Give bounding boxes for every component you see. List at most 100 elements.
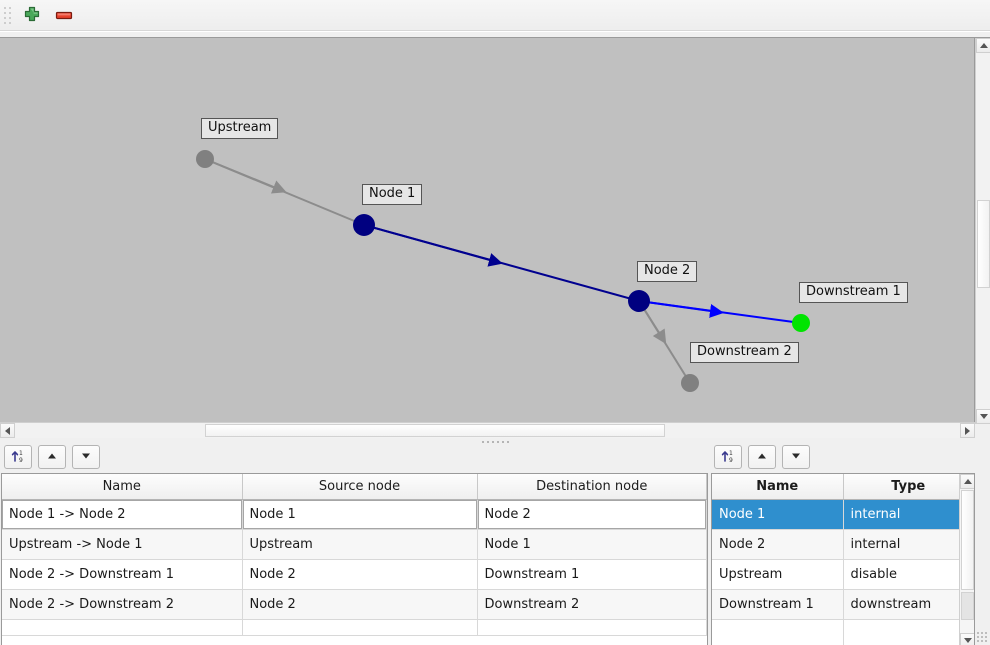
table-row[interactable] [712, 619, 974, 645]
nodes-sort-button[interactable]: 1 9 [714, 445, 742, 469]
table-row[interactable]: Upstream -> Node 1 Upstream Node 1 [2, 529, 707, 560]
edge-upstream-node1-arrowhead [204, 158, 287, 194]
nodes-scroll-thumb-secondary[interactable] [961, 592, 974, 620]
edge-empty-cell [2, 619, 243, 636]
node-label-node2[interactable]: Node 2 [637, 261, 698, 282]
table-row[interactable]: Upstream disable [712, 559, 974, 590]
scroll-up-button[interactable] [976, 38, 990, 53]
edge-name-cell: Upstream -> Node 1 [2, 529, 243, 560]
edges-move-up-button[interactable] [38, 445, 66, 469]
edge-node2-downstream1-arrowhead [638, 300, 724, 318]
nodes-vertical-scrollbar[interactable] [959, 474, 974, 645]
edges-column-source[interactable]: Source node [242, 474, 478, 500]
edge-destination-cell: Downstream 2 [477, 589, 707, 620]
splitter-grip [481, 441, 509, 443]
graph-edges [204, 158, 802, 384]
edge-name-cell: Node 2 -> Downstream 1 [2, 559, 243, 590]
horizontal-splitter[interactable] [0, 438, 990, 446]
edge-name-cell: Node 2 -> Downstream 2 [2, 589, 243, 620]
window-resize-grip[interactable] [977, 632, 987, 642]
vertical-scroll-thumb[interactable] [977, 200, 990, 288]
scroll-right-button[interactable] [960, 423, 975, 438]
triangle-left-icon [5, 426, 10, 435]
main-toolbar [0, 0, 990, 32]
edges-column-destination[interactable]: Destination node [477, 474, 707, 500]
edges-table-container[interactable]: Name Source node Destination node Node 1… [1, 473, 708, 645]
sort-ascending-icon: 1 9 [10, 448, 26, 467]
node-label-node1[interactable]: Node 1 [362, 184, 423, 205]
node-label-downstream1[interactable]: Downstream 1 [799, 282, 908, 303]
node-label-upstream[interactable]: Upstream [201, 118, 279, 139]
nodes-column-name[interactable]: Name [712, 474, 844, 500]
scroll-down-button[interactable] [976, 409, 990, 424]
nodes-pane: 1 9 Name [710, 443, 990, 645]
add-button[interactable] [19, 3, 45, 29]
edges-table: Name Source node Destination node Node 1… [2, 474, 707, 636]
svg-text:9: 9 [729, 457, 733, 464]
node-name-cell [712, 619, 844, 645]
nodes-move-down-button[interactable] [782, 445, 810, 469]
nodes-move-up-button[interactable] [748, 445, 776, 469]
red-minus-icon [54, 6, 74, 27]
table-row[interactable]: Node 1 internal [712, 499, 974, 530]
canvas-horizontal-scrollbar[interactable] [0, 422, 975, 438]
edge-source-cell: Node 2 [242, 589, 478, 620]
node-node2[interactable] [628, 290, 650, 312]
node-name-cell: Node 1 [712, 499, 844, 530]
table-row-empty [2, 619, 707, 636]
triangle-down-icon [963, 638, 972, 643]
triangle-up-icon [979, 43, 988, 48]
triangle-down-icon [979, 414, 988, 419]
nodes-table-header-row: Name Type [712, 474, 974, 500]
edge-source-cell: Upstream [242, 529, 478, 560]
node-type-cell: disable [843, 559, 974, 590]
nodes-scroll-down-button[interactable] [960, 633, 974, 645]
triangle-up-icon [755, 449, 769, 466]
nodes-column-type[interactable]: Type [843, 474, 974, 500]
edge-node1-node2-arrowhead [363, 224, 503, 267]
edge-source-cell: Node 2 [242, 559, 478, 590]
edge-destination-cell: Node 1 [477, 529, 707, 560]
edge-destination-cell: Node 2 [477, 499, 707, 530]
nodes-scroll-thumb[interactable] [961, 490, 974, 590]
triangle-right-icon [965, 426, 970, 435]
toolbar-drag-handle[interactable] [3, 6, 13, 26]
table-row[interactable]: Node 2 internal [712, 529, 974, 560]
table-row[interactable]: Node 1 -> Node 2 Node 1 Node 2 [2, 499, 707, 530]
edge-source-cell: Node 1 [242, 499, 478, 530]
node-type-cell: internal [843, 499, 974, 530]
svg-text:9: 9 [19, 457, 23, 464]
horizontal-scroll-thumb[interactable] [205, 424, 665, 437]
remove-button[interactable] [51, 3, 77, 29]
table-row[interactable]: Node 2 -> Downstream 2 Node 2 Downstream… [2, 589, 707, 620]
nodes-button-bar: 1 9 [714, 445, 810, 469]
table-row[interactable]: Node 2 -> Downstream 1 Node 2 Downstream… [2, 559, 707, 590]
node-node1[interactable] [353, 214, 375, 236]
edges-button-bar: 1 9 [4, 445, 100, 469]
node-downstream1[interactable] [792, 314, 810, 332]
edges-column-name[interactable]: Name [2, 474, 243, 500]
edges-sort-button[interactable]: 1 9 [4, 445, 32, 469]
node-type-cell: internal [843, 529, 974, 560]
node-label-downstream2[interactable]: Downstream 2 [690, 342, 799, 363]
node-type-cell: downstream [843, 589, 974, 620]
graph-canvas-area: Upstream Node 1 Node 2 Downstream 1 Down… [0, 37, 990, 438]
nodes-scroll-up-button[interactable] [960, 474, 974, 489]
edges-table-header-row: Name Source node Destination node [2, 474, 707, 500]
node-upstream[interactable] [196, 150, 214, 168]
svg-text:1: 1 [729, 450, 733, 457]
graph-canvas[interactable]: Upstream Node 1 Node 2 Downstream 1 Down… [0, 38, 975, 423]
node-downstream2[interactable] [681, 374, 699, 392]
table-row[interactable]: Downstream 1 downstream [712, 589, 974, 620]
graph-svg [196, 150, 810, 392]
node-name-cell: Node 2 [712, 529, 844, 560]
edges-move-down-button[interactable] [72, 445, 100, 469]
scroll-left-button[interactable] [0, 423, 15, 438]
edges-pane: 1 9 Name [0, 443, 709, 645]
nodes-table-container[interactable]: Name Type Node 1 internal Node 2 interna… [711, 473, 975, 645]
toolbar-divider [0, 30, 990, 32]
canvas-vertical-scrollbar[interactable] [975, 38, 990, 424]
svg-text:1: 1 [19, 450, 23, 457]
triangle-down-icon [789, 449, 803, 466]
